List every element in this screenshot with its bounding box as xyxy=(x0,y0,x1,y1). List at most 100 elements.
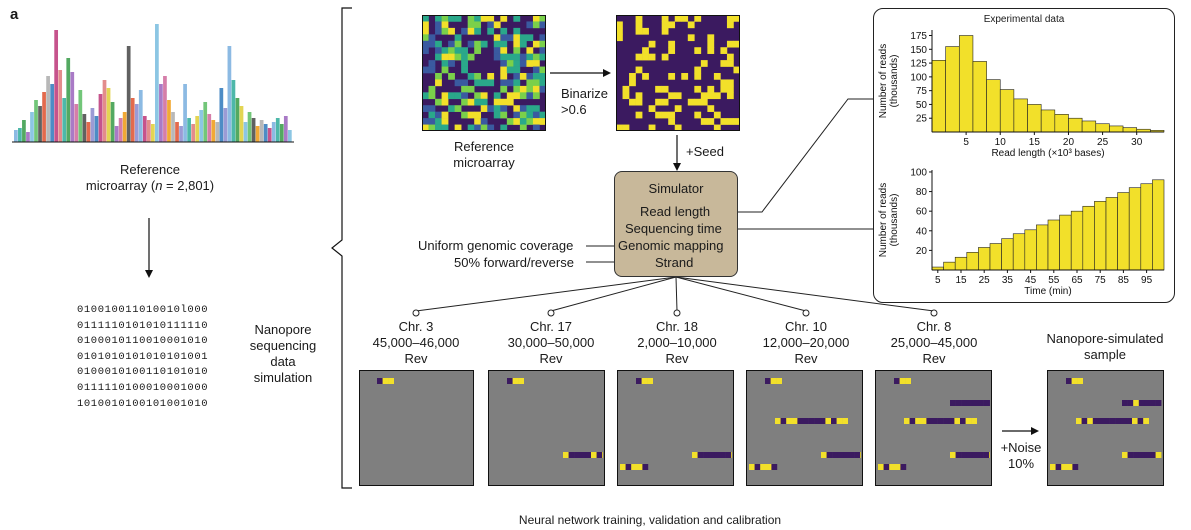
read-cell xyxy=(770,378,777,384)
reference-bar xyxy=(227,46,232,142)
read-cell xyxy=(989,400,995,406)
heatmap-cell xyxy=(526,118,534,125)
heatmap-cell xyxy=(422,15,429,22)
heatmap-cell xyxy=(474,124,482,131)
read-cell xyxy=(574,452,580,458)
heatmap-cell xyxy=(441,21,449,29)
heatmap-cell xyxy=(493,34,501,42)
heatmap-cell xyxy=(500,85,508,93)
heatmap-cell xyxy=(532,60,540,67)
reference-bar xyxy=(219,88,224,142)
chromosome-label: Chr. 10 12,000–20,000 Rev xyxy=(744,319,868,367)
chr-strand: Rev xyxy=(665,351,689,366)
reference-bar xyxy=(271,122,276,142)
heatmap-cell xyxy=(454,105,462,112)
heatmap-cell xyxy=(474,79,482,87)
reference-bar xyxy=(235,98,240,142)
reference-bar xyxy=(82,114,87,142)
heatmap-cell xyxy=(668,21,676,29)
chr-name: Chr. 17 xyxy=(530,319,572,334)
heatmap-cell xyxy=(441,111,449,119)
y-tick-label: 75 xyxy=(916,86,928,97)
heatmap-cell xyxy=(532,111,540,119)
read-cell xyxy=(636,378,642,384)
heatmap-cell xyxy=(506,92,514,100)
chart-bar xyxy=(1012,233,1026,271)
x-tick-label: 25 xyxy=(1097,137,1109,148)
read-cell xyxy=(591,452,597,458)
heatmap-cell xyxy=(700,92,708,100)
heatmap-cell xyxy=(519,53,527,61)
heatmap-cell xyxy=(480,40,488,48)
heatmap-cell xyxy=(435,53,442,61)
reference-bar xyxy=(110,102,115,142)
heatmap-cell xyxy=(480,15,488,22)
reference-bar xyxy=(263,124,268,142)
read-cell xyxy=(647,378,653,384)
heatmap-cell xyxy=(500,66,508,74)
reference-bar xyxy=(94,116,99,142)
read-cell xyxy=(972,400,979,406)
read-cell xyxy=(1115,418,1121,424)
simulation-label-line: data xyxy=(270,354,296,369)
heatmap-cell xyxy=(687,21,695,29)
heatmap-cell xyxy=(642,73,649,80)
heatmap-cell xyxy=(506,79,514,87)
heatmap-cell xyxy=(629,73,636,80)
read-cell xyxy=(950,452,956,458)
read-cell xyxy=(507,378,513,384)
read-cell xyxy=(714,452,721,458)
heatmap-cell xyxy=(493,53,501,61)
heatmap-cell xyxy=(500,79,508,87)
read-cell xyxy=(1077,378,1083,384)
reference-bar xyxy=(279,124,284,142)
reference-bar xyxy=(171,112,175,142)
x-tick-label: 15 xyxy=(1029,137,1041,148)
heatmap-cell xyxy=(687,34,695,42)
heatmap-cell xyxy=(441,53,449,61)
heatmap-cell xyxy=(500,34,508,42)
heatmap-cell xyxy=(635,27,643,35)
chromosome-label: Chr. 17 30,000–50,000 Rev xyxy=(488,319,614,367)
chromosome-label: Chr. 18 2,000–10,000 Rev xyxy=(616,319,738,367)
heatmap-cell xyxy=(422,47,429,54)
binarize-line: Binarize xyxy=(561,86,608,101)
heatmap-cell xyxy=(674,15,682,22)
read-cell xyxy=(831,418,837,424)
heatmap-cell xyxy=(461,92,468,100)
reference-bar xyxy=(142,116,147,142)
read-cell xyxy=(1050,464,1056,470)
reference-bar xyxy=(90,108,95,142)
heatmap-cell xyxy=(448,92,455,100)
heatmap-cell xyxy=(668,73,676,80)
simulator-item-strand: Strand xyxy=(655,255,694,270)
heatmap-cell xyxy=(422,34,429,42)
reference-bar xyxy=(275,118,280,142)
chart-bar xyxy=(1013,98,1028,133)
heatmap-cell xyxy=(674,105,682,112)
chr-range: 25,000–45,000 xyxy=(890,335,978,350)
chart-bar xyxy=(1081,120,1097,133)
read-panel xyxy=(875,370,995,486)
x-tick-label: 65 xyxy=(1071,275,1083,286)
heatmap-cell xyxy=(622,92,630,100)
heatmap-cell xyxy=(526,105,534,112)
heatmap-cell xyxy=(713,124,721,131)
heatmap-cell xyxy=(500,47,508,54)
chart-bar xyxy=(1047,219,1060,271)
reference-bar xyxy=(42,92,46,142)
heatmap-cell xyxy=(519,111,527,119)
heatmap-cell xyxy=(720,85,728,93)
reference-bar xyxy=(239,106,244,142)
read-cell xyxy=(563,452,569,458)
heatmap-cell xyxy=(642,47,649,54)
reference-bar xyxy=(259,120,264,142)
x-tick-label: 15 xyxy=(955,275,967,286)
heatmap-cell xyxy=(532,118,540,125)
reference-bar xyxy=(30,112,34,142)
heatmap-cell xyxy=(648,53,656,61)
heatmap-cell xyxy=(474,98,482,106)
read-cell xyxy=(1144,452,1151,458)
chart-bar xyxy=(1024,229,1037,271)
